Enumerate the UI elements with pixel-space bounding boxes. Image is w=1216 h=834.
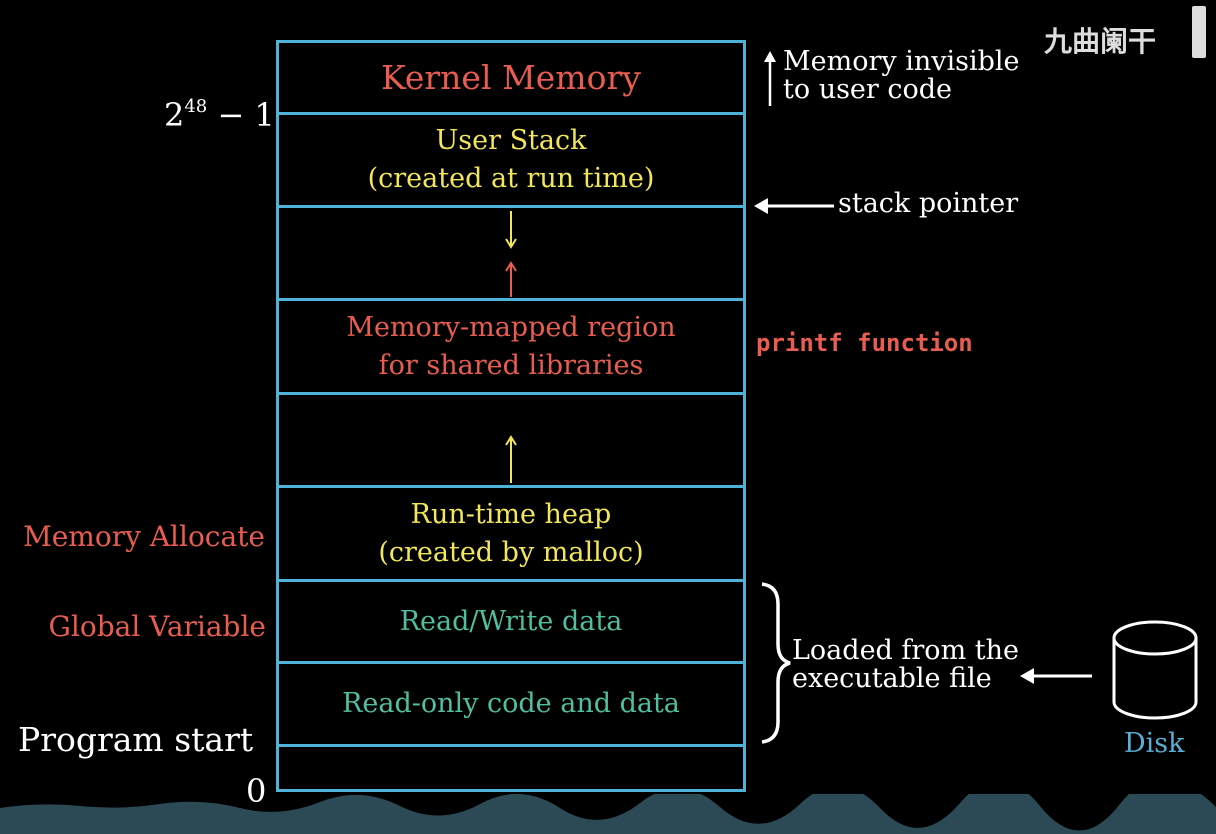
zero-address-label: 0 xyxy=(246,772,267,810)
program-start-label: Program start xyxy=(18,720,254,759)
segment-label: Read-only code and data xyxy=(342,688,680,719)
loaded-from-executable-label: Loaded from the executable file xyxy=(792,637,1019,693)
kernel-note: Memory invisible to user code xyxy=(783,48,1020,104)
bottom-wave-decoration xyxy=(0,794,1216,834)
segment-read-only-code: Read-only code and data xyxy=(279,664,743,747)
segment-read-write-data: Read/Write data xyxy=(279,582,743,664)
segment-kernel-memory: Kernel Memory xyxy=(279,43,743,115)
segment-free-gap-2 xyxy=(279,395,743,488)
segment-label: Read/Write data xyxy=(399,605,623,637)
global-variable-label: Global Variable xyxy=(48,610,266,643)
segment-bottom-reserved xyxy=(279,747,743,792)
segment-run-time-heap: Run-time heap (created by malloc) xyxy=(279,488,743,582)
top-address-tail: − 1 xyxy=(207,96,275,134)
stack-pointer-label: stack pointer xyxy=(838,188,1019,219)
watermark-logo-icon xyxy=(1192,6,1206,58)
up-arrow-icon xyxy=(764,51,776,106)
heap-growth-arrow-icon xyxy=(505,435,517,483)
segment-label: Kernel Memory xyxy=(381,58,641,97)
loaded-line: executable file xyxy=(792,663,992,694)
top-address-label: 248 − 1 xyxy=(164,96,275,134)
kernel-note-line: to user code xyxy=(783,74,953,105)
loaded-line: Loaded from the xyxy=(792,635,1019,666)
segment-label: (created by malloc) xyxy=(378,536,644,568)
disk-label: Disk xyxy=(1124,728,1185,759)
memory-allocate-label: Memory Allocate xyxy=(23,520,265,553)
segment-label: (created at run time) xyxy=(367,163,655,194)
segment-label: User Stack xyxy=(435,125,587,156)
segment-free-gap-1 xyxy=(279,208,743,301)
segment-memory-mapped-region: Memory-mapped region for shared librarie… xyxy=(279,301,743,395)
segment-label: Memory-mapped region xyxy=(346,311,676,343)
brace-icon xyxy=(761,582,791,744)
top-address-exponent: 48 xyxy=(184,96,208,117)
left-arrow-icon xyxy=(754,198,834,214)
segment-user-stack: User Stack (created at run time) xyxy=(279,115,743,208)
segment-label: Run-time heap xyxy=(410,498,612,530)
disk-icon xyxy=(1112,620,1198,720)
top-address-base: 2 xyxy=(164,96,185,134)
stack-growth-arrows-icon xyxy=(505,211,517,297)
printf-function-label: printf function xyxy=(756,329,973,357)
load-arrow-icon xyxy=(1020,668,1092,684)
memory-layout-stack: Kernel Memory User Stack (created at run… xyxy=(276,40,746,792)
segment-label: for shared libraries xyxy=(378,349,644,381)
watermark: 九曲阑干 xyxy=(1044,25,1157,58)
kernel-note-line: Memory invisible xyxy=(783,46,1020,77)
